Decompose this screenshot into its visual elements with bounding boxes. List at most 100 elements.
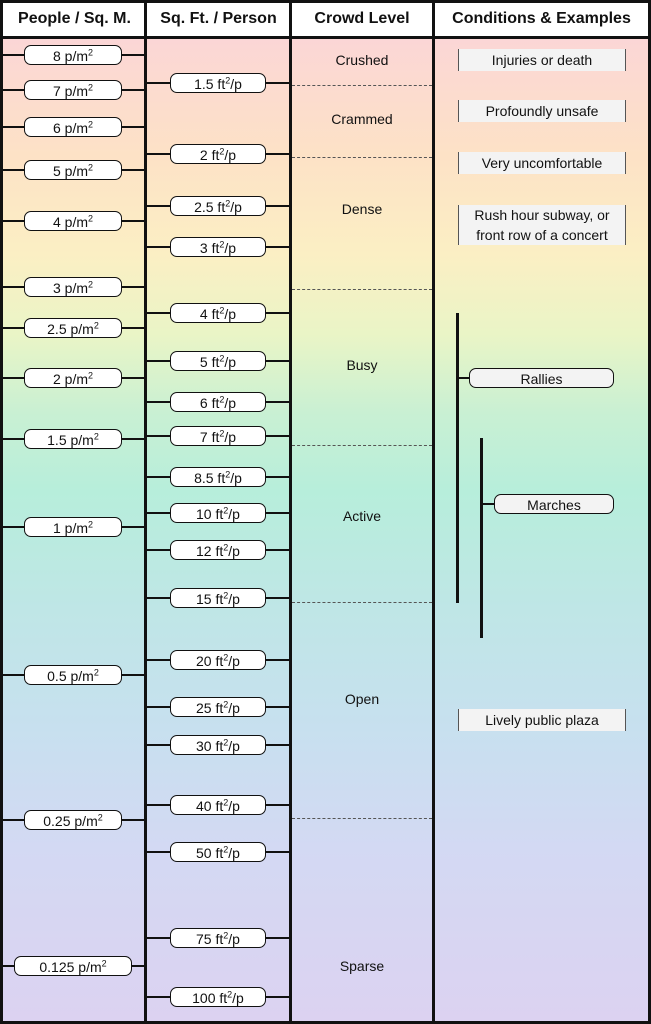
density-label: 0.25 p/m2 [24,810,122,830]
area-suffix: /p [224,354,237,370]
area-suffix: /p [228,845,240,861]
unit-superscript: 2 [97,812,103,823]
unit-superscript: 2 [88,370,94,381]
condition-rush-hour: Rush hour subway, or front row of a conc… [458,205,626,245]
unit-superscript: 2 [93,320,99,331]
header-conditions-examples: Conditions & Examples [452,10,631,27]
density-value: 1 p/m [52,520,88,536]
condition-uncomfortable: Very uncomfortable [458,152,626,174]
condition-rush-hour-line1: Rush hour subway, or [474,207,610,223]
area-value: 1.5 ft [194,76,226,92]
condition-injuries: Injuries or death [458,49,626,71]
level-crushed: Crushed [335,52,389,68]
density-value: 7 p/m [52,83,88,99]
area-label: 10 ft2/p [170,503,266,523]
area-value: 5 ft [199,354,220,370]
unit-superscript: 2 [223,797,229,808]
density-label: 1 p/m2 [24,517,122,537]
area-value: 6 ft [199,395,220,411]
header-row [0,0,651,38]
unit-superscript: 2 [219,305,225,316]
density-value: 0.25 p/m [43,813,98,829]
level-divider [292,602,432,603]
area-value: 30 ft [196,738,224,754]
unit-superscript: 2 [88,213,94,224]
area-suffix: /p [230,470,242,486]
area-suffix: /p [228,591,240,607]
unit-superscript: 2 [225,75,231,86]
density-label: 3 p/m2 [24,277,122,297]
level-busy: Busy [346,357,378,373]
grid-line [432,0,435,1024]
header-crowd-level: Crowd Level [314,10,410,27]
density-value: 3 p/m [52,280,88,296]
marches-connector [482,503,495,505]
density-label: 2.5 p/m2 [24,318,122,338]
density-value: 2.5 p/m [47,321,94,337]
rallies-range-bar [456,313,459,603]
density-value: 0.125 p/m [39,959,102,975]
unit-superscript: 2 [88,47,94,58]
area-value: 10 ft [196,506,224,522]
density-label: 4 p/m2 [24,211,122,231]
unit-superscript: 2 [88,162,94,173]
grid-line [648,0,651,1024]
unit-superscript: 2 [223,590,229,601]
unit-superscript: 2 [88,82,94,93]
area-suffix: /p [224,147,237,163]
unit-superscript: 2 [223,737,229,748]
density-value: 1.5 p/m [47,432,94,448]
grid-line [0,36,651,39]
unit-superscript: 2 [223,844,229,855]
area-suffix: /p [224,240,237,256]
area-label: 30 ft2/p [170,735,266,755]
density-label: 5 p/m2 [24,160,122,180]
density-label: 8 p/m2 [24,45,122,65]
area-suffix: /p [228,653,240,669]
header-sqft-per-person: Sq. Ft. / Person [160,10,277,27]
density-label: 7 p/m2 [24,80,122,100]
density-value: 4 p/m [52,214,88,230]
unit-superscript: 2 [88,519,94,530]
grid-line [0,0,3,1024]
unit-superscript: 2 [219,428,225,439]
unit-superscript: 2 [223,652,229,663]
unit-superscript: 2 [225,469,231,480]
level-divider [292,818,432,819]
unit-superscript: 2 [219,239,225,250]
area-value: 15 ft [196,591,224,607]
level-sparse: Sparse [339,958,385,974]
level-dense: Dense [341,201,383,217]
area-suffix: /p [232,990,244,1006]
area-suffix: /p [230,199,242,215]
area-value: 2 ft [199,147,220,163]
condition-public-plaza: Lively public plaza [458,709,626,731]
area-suffix: /p [228,506,240,522]
density-value: 2 p/m [52,371,88,387]
area-value: 50 ft [196,845,224,861]
area-label: 3 ft2/p [170,237,266,257]
grid-line [0,0,651,3]
rallies-label: Rallies [469,368,614,388]
area-label: 7 ft2/p [170,426,266,446]
header-people-per-sqm: People / Sq. M. [18,10,131,27]
area-value: 4 ft [199,306,220,322]
area-suffix: /p [228,738,240,754]
area-value: 25 ft [196,700,224,716]
area-label: 2.5 ft2/p [170,196,266,216]
area-value: 20 ft [196,653,224,669]
area-value: 3 ft [199,240,220,256]
area-value: 7 ft [199,429,220,445]
level-active: Active [342,508,382,524]
area-label: 6 ft2/p [170,392,266,412]
area-label: 5 ft2/p [170,351,266,371]
area-label: 25 ft2/p [170,697,266,717]
density-label: 2 p/m2 [24,368,122,388]
area-label: 15 ft2/p [170,588,266,608]
area-suffix: /p [224,306,237,322]
level-divider [292,157,432,158]
unit-superscript: 2 [227,989,233,1000]
area-suffix: /p [228,543,240,559]
unit-superscript: 2 [88,279,94,290]
